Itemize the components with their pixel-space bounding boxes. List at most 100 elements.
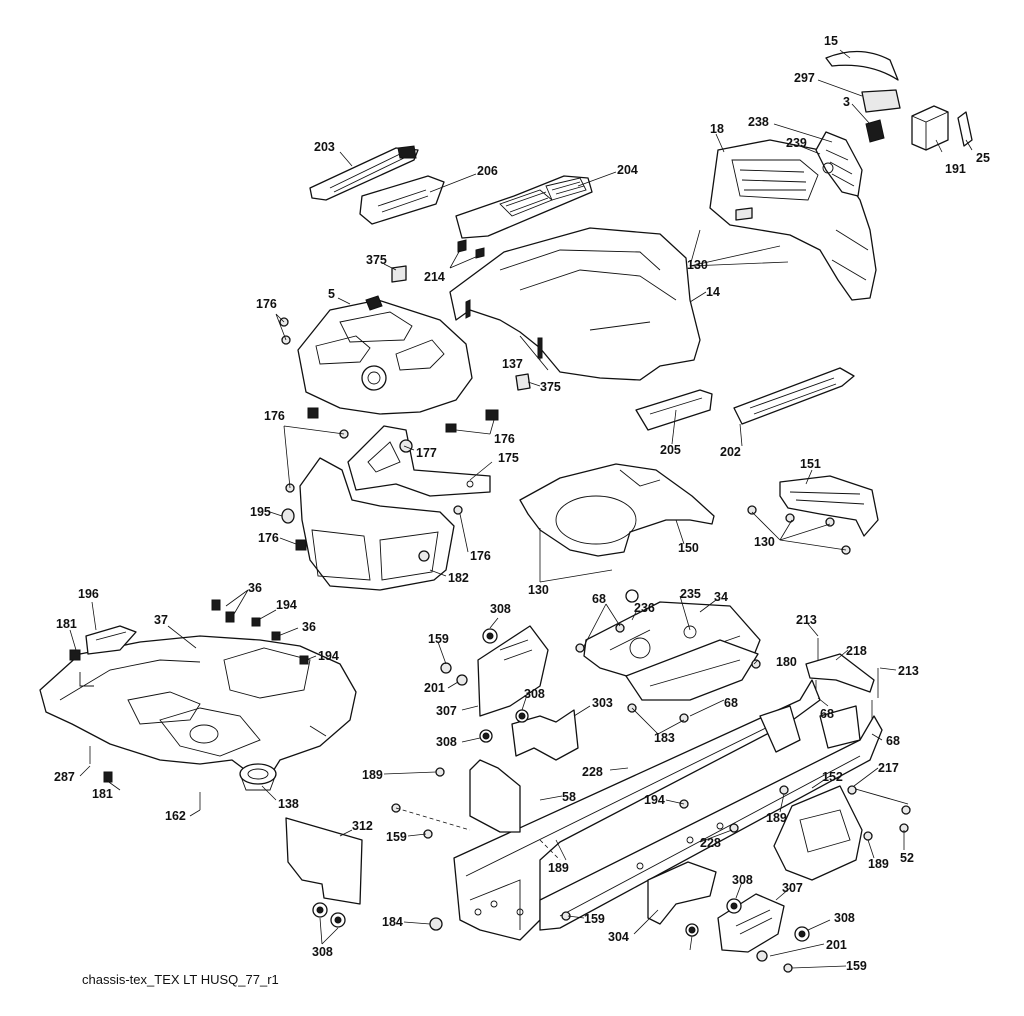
part-15-trim-strip — [825, 50, 899, 81]
part-203-strip — [309, 145, 419, 201]
callout-195: 195 — [250, 505, 271, 519]
callout-308-b: 308 — [524, 687, 545, 701]
callout-176-c: 176 — [494, 432, 515, 446]
callout-287: 287 — [54, 770, 75, 784]
callout-307-a: 307 — [436, 704, 457, 718]
part-307-plate-upper — [440, 625, 549, 717]
callout-labels: 15 297 3 191 25 238 239 18 130 204 203 2… — [54, 34, 990, 973]
part-303-bracket — [479, 709, 579, 761]
callout-58: 58 — [562, 790, 576, 804]
callout-130-top: 130 — [687, 258, 708, 272]
callout-150: 150 — [678, 541, 699, 555]
callout-194-a: 194 — [276, 598, 297, 612]
callout-37: 37 — [154, 613, 168, 627]
part-150-inner-fender — [519, 463, 715, 557]
callout-159-b: 159 — [386, 830, 407, 844]
callout-228-b: 228 — [700, 836, 721, 850]
callout-312: 312 — [352, 819, 373, 833]
part-3-clip — [865, 119, 885, 143]
callout-25: 25 — [976, 151, 990, 165]
callout-297: 297 — [794, 71, 815, 85]
part-205-step — [635, 389, 713, 431]
callout-214: 214 — [424, 270, 445, 284]
callout-175: 175 — [498, 451, 519, 465]
callout-308-c: 308 — [436, 735, 457, 749]
part-217-rod — [779, 785, 911, 841]
callout-375-mid: 375 — [540, 380, 561, 394]
callout-68-a: 68 — [592, 592, 606, 606]
callout-15: 15 — [824, 34, 838, 48]
callout-18: 18 — [710, 122, 724, 136]
part-297-pad — [861, 89, 901, 113]
callout-182: 182 — [448, 571, 469, 585]
callout-162: 162 — [165, 809, 186, 823]
callout-159-d: 159 — [846, 959, 867, 973]
callout-239: 239 — [786, 136, 807, 150]
callout-228-a: 228 — [582, 765, 603, 779]
callout-202: 202 — [720, 445, 741, 459]
callout-152: 152 — [822, 770, 843, 784]
part-176-bolts — [279, 317, 499, 515]
part-138-boot — [239, 763, 277, 791]
part-196-decal — [85, 625, 137, 655]
callout-194-b: 194 — [318, 649, 339, 663]
callout-236: 236 — [634, 601, 655, 615]
callout-36-a: 36 — [248, 581, 262, 595]
callout-304: 304 — [608, 930, 629, 944]
callout-181-top: 181 — [56, 617, 77, 631]
callout-181-bottom: 181 — [92, 787, 113, 801]
part-5-fender-top — [297, 295, 473, 415]
callout-176-e: 176 — [258, 531, 279, 545]
callout-204: 204 — [617, 163, 638, 177]
callout-375-top: 375 — [366, 253, 387, 267]
part-204-cover — [455, 175, 593, 239]
callout-189-c: 189 — [766, 811, 787, 825]
callout-307-b: 307 — [782, 881, 803, 895]
diagram-caption: chassis-tex_TEX LT HUSQ_77_r1 — [82, 972, 279, 987]
callout-159-c: 159 — [584, 912, 605, 926]
part-218-bracket — [805, 638, 879, 734]
part-fasteners-front — [69, 599, 309, 810]
callout-213-b: 213 — [898, 664, 919, 678]
part-304-plate — [647, 861, 717, 937]
callout-3: 3 — [843, 95, 850, 109]
callout-68-c: 68 — [820, 707, 834, 721]
callout-137: 137 — [502, 357, 523, 371]
callout-203: 203 — [314, 140, 335, 154]
callout-176-a: 176 — [256, 297, 277, 311]
callout-201-a: 201 — [424, 681, 445, 695]
callout-205: 205 — [660, 443, 681, 457]
callout-238: 238 — [748, 115, 769, 129]
part-182-fender-lower — [299, 457, 455, 591]
callout-218: 218 — [846, 644, 867, 658]
part-14-dash-panel — [449, 227, 701, 381]
callout-308-e: 308 — [834, 911, 855, 925]
callout-184: 184 — [382, 915, 403, 929]
part-191-block — [911, 105, 949, 151]
callout-180: 180 — [776, 655, 797, 669]
callout-217: 217 — [878, 761, 899, 775]
callout-52: 52 — [900, 851, 914, 865]
part-214-clips — [457, 239, 485, 259]
callout-68-d: 68 — [886, 734, 900, 748]
callout-36-b: 36 — [302, 620, 316, 634]
callout-213-a: 213 — [796, 613, 817, 627]
callout-194-c: 194 — [644, 793, 665, 807]
part-137-pin — [537, 337, 543, 359]
callout-159-a: 159 — [428, 632, 449, 646]
part-312-plate — [285, 817, 363, 905]
part-175-bracket — [347, 425, 491, 497]
callout-176-b: 176 — [264, 409, 285, 423]
part-25-emblem — [957, 111, 973, 147]
callout-177: 177 — [416, 446, 437, 460]
leader-lines — [69, 49, 973, 969]
callout-235: 235 — [680, 587, 701, 601]
callout-68-b: 68 — [724, 696, 738, 710]
part-202-foot-strip — [733, 367, 855, 425]
callout-130-mid: 130 — [528, 583, 549, 597]
callout-14: 14 — [706, 285, 720, 299]
part-206-console — [359, 175, 445, 225]
part-34-plate — [575, 589, 761, 723]
callout-308-d: 308 — [732, 873, 753, 887]
part-307-plate-lower — [717, 893, 810, 973]
